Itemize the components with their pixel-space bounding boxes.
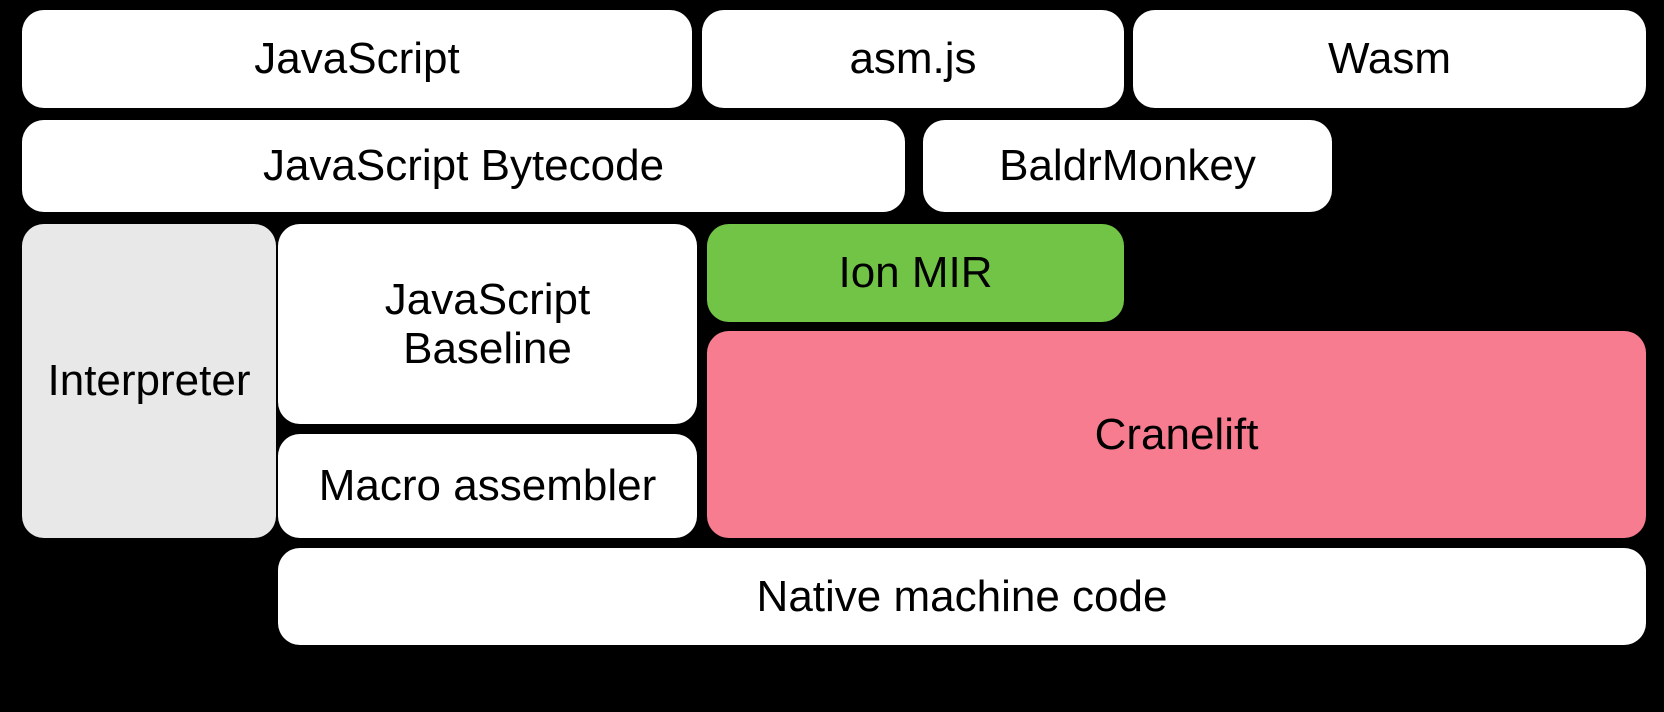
node-cranelift[interactable]: Cranelift [707,331,1646,538]
node-native-machine-code[interactable]: Native machine code [278,548,1646,645]
node-javascript[interactable]: JavaScript [22,10,692,108]
node-macro-assembler[interactable]: Macro assembler [278,434,697,538]
node-javascript-bytecode[interactable]: JavaScript Bytecode [22,120,905,212]
node-javascript-baseline[interactable]: JavaScript Baseline [278,224,697,424]
node-interpreter[interactable]: Interpreter [22,224,276,538]
node-ion-mir[interactable]: Ion MIR [707,224,1124,322]
node-wasm[interactable]: Wasm [1133,10,1646,108]
node-baldrmonkey[interactable]: BaldrMonkey [923,120,1332,212]
node-asmjs[interactable]: asm.js [702,10,1124,108]
